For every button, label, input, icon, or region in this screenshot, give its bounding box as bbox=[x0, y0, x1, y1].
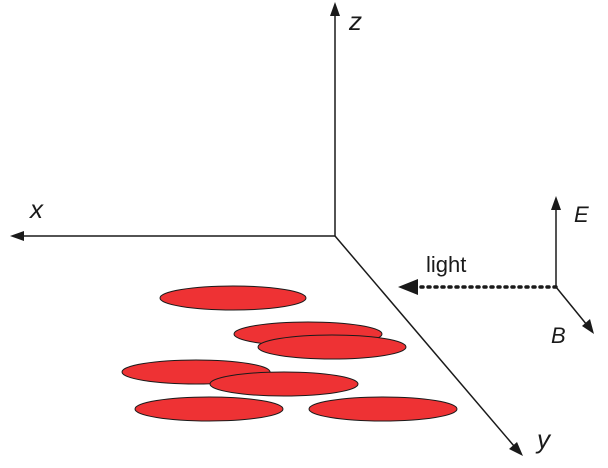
disk bbox=[257, 334, 407, 360]
x-arrow-icon bbox=[10, 231, 24, 241]
b-field-vector: B bbox=[551, 286, 594, 348]
b-field-label: B bbox=[551, 323, 566, 348]
z-axis-label: z bbox=[348, 6, 362, 36]
y-arrow-icon bbox=[509, 442, 523, 456]
z-axis: z bbox=[330, 2, 362, 236]
disks-group bbox=[121, 285, 458, 422]
light-arrow-icon bbox=[398, 279, 418, 295]
z-arrow-icon bbox=[330, 2, 340, 16]
light-beam: light bbox=[398, 252, 558, 295]
light-label: light bbox=[426, 252, 466, 277]
e-field-label: E bbox=[574, 202, 589, 227]
disk bbox=[159, 285, 307, 311]
e-arrow-icon bbox=[551, 196, 561, 210]
y-axis: y bbox=[334, 235, 552, 456]
b-arrow-icon bbox=[582, 319, 594, 334]
y-axis-label: y bbox=[535, 424, 552, 454]
disk bbox=[209, 371, 359, 397]
disk bbox=[134, 396, 284, 422]
disk bbox=[308, 396, 458, 422]
x-axis: x bbox=[10, 194, 335, 241]
e-field-vector: E bbox=[551, 196, 589, 287]
x-axis-label: x bbox=[28, 194, 44, 224]
